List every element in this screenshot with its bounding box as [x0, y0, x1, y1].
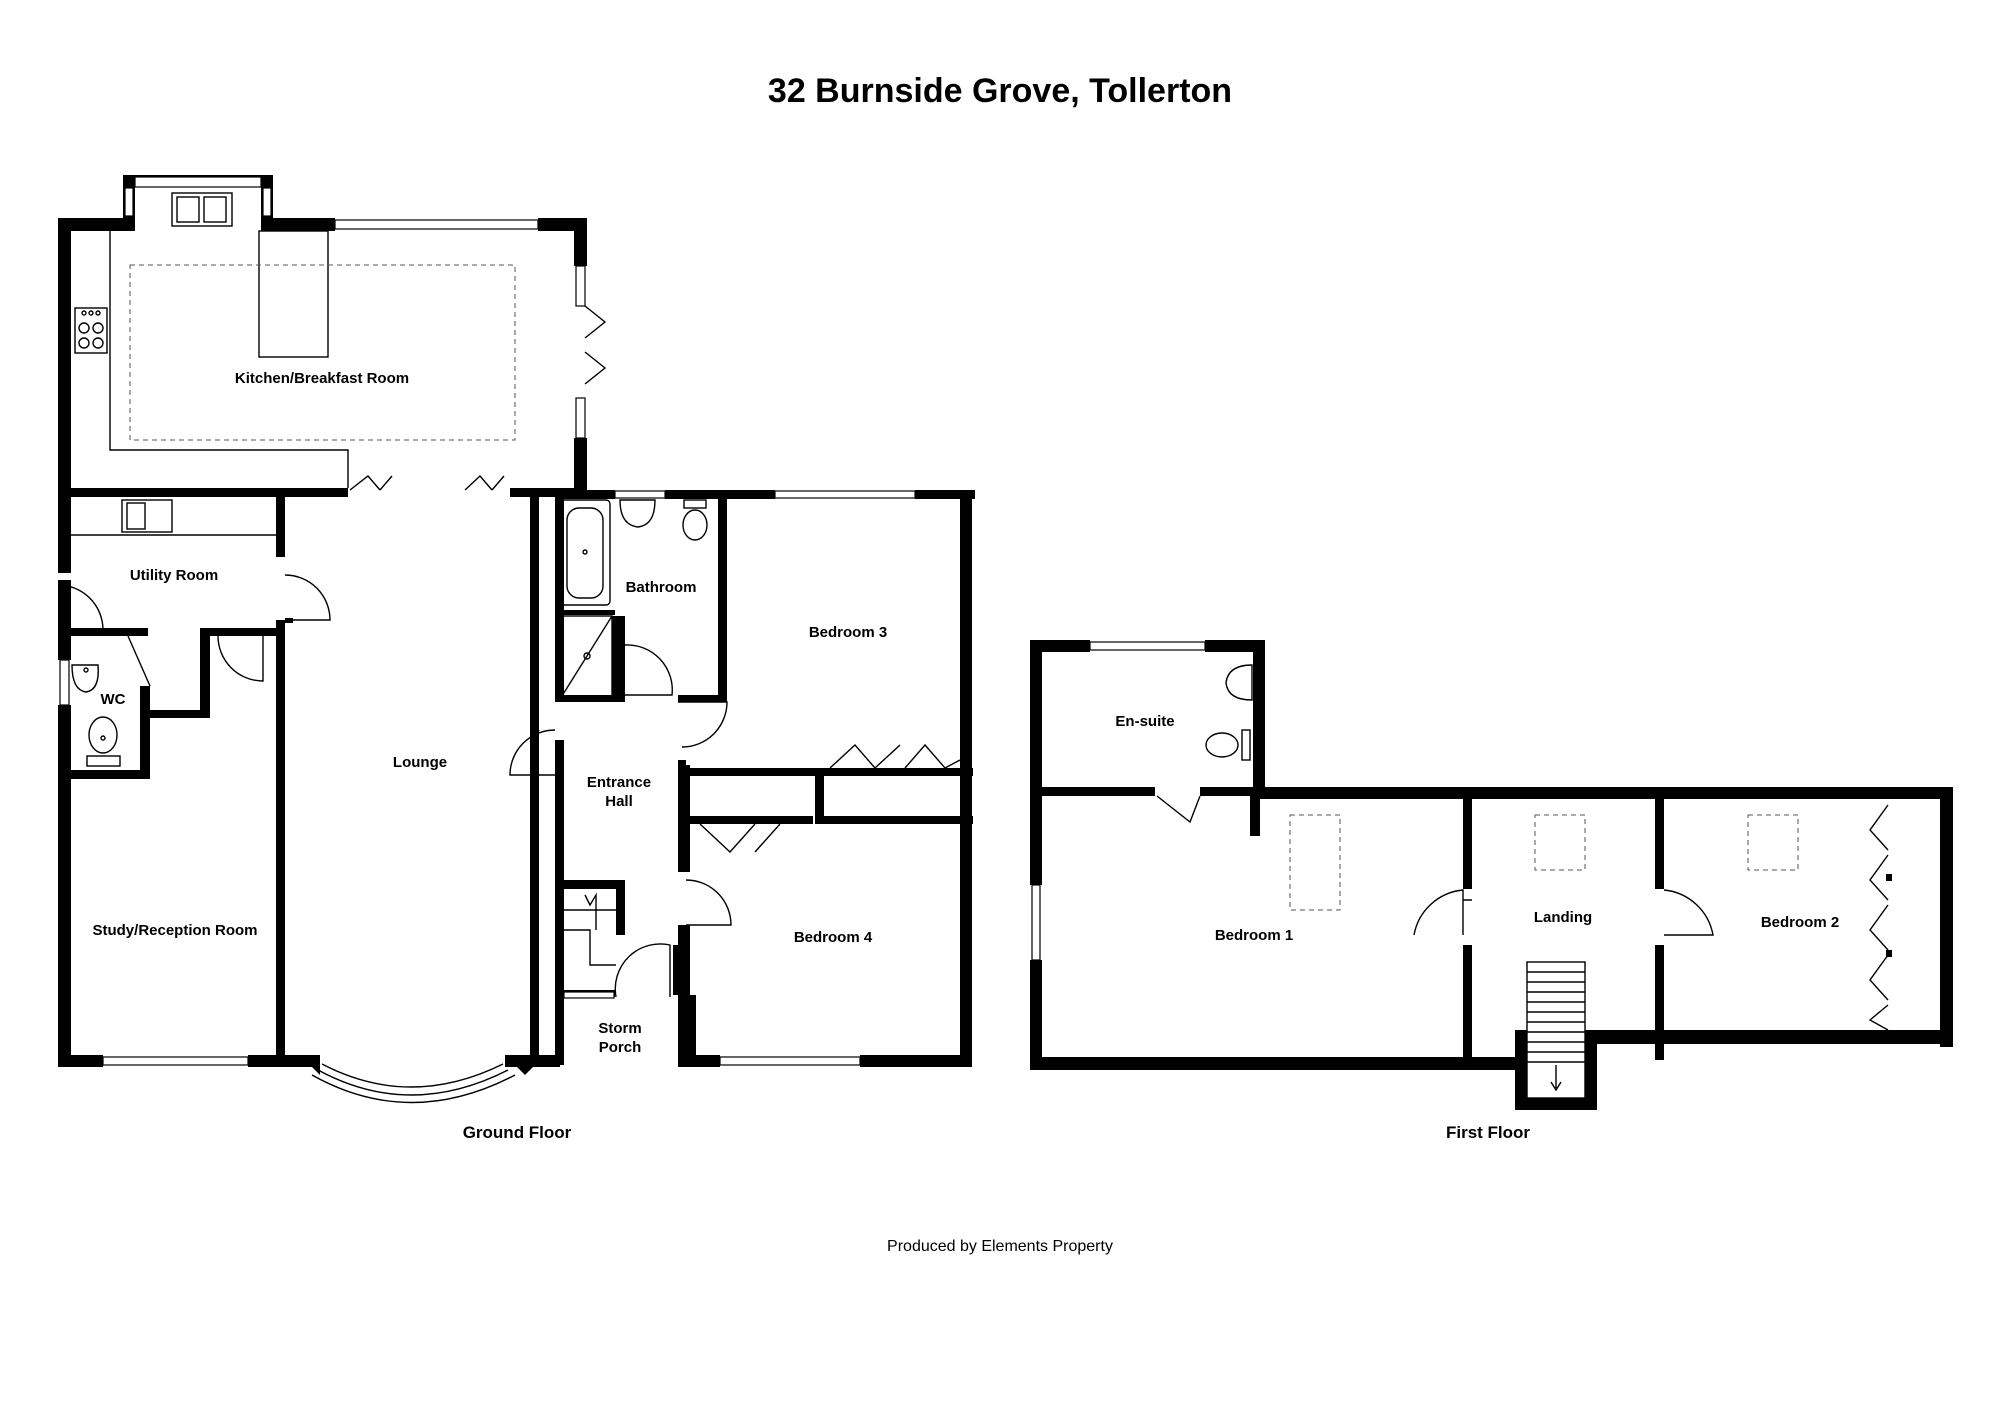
floor-label-first: First Floor — [1446, 1123, 1530, 1142]
first-floor-plan: En-suite Bedroom 1 Landing Bedroom 2 Fir… — [1030, 640, 1953, 1142]
room-label-study: Study/Reception Room — [92, 922, 257, 939]
basin-icon — [619, 499, 656, 528]
credit-text: Produced by Elements Property — [887, 1238, 1113, 1255]
toilet-icon — [1205, 729, 1251, 761]
room-label-entrance-2: Hall — [605, 793, 633, 810]
room-label-bedroom4: Bedroom 4 — [794, 929, 873, 946]
room-label-kitchen: Kitchen/Breakfast Room — [235, 370, 409, 387]
door-swing-icon — [127, 635, 151, 687]
skylight-icon — [1534, 814, 1586, 871]
door-swing-icon — [1156, 795, 1201, 824]
room-label-porch-1: Storm — [598, 1020, 641, 1037]
dashed-ceiling-area — [129, 264, 516, 441]
kitchen-island — [258, 230, 329, 358]
plan-title: 32 Burnside Grove, Tollerton — [767, 72, 1233, 110]
sink-icon — [171, 192, 233, 227]
door-swing-icon — [624, 644, 673, 696]
room-label-porch-2: Porch — [599, 1039, 642, 1056]
floor-label-ground: Ground Floor — [463, 1123, 572, 1142]
room-label-bedroom3: Bedroom 3 — [809, 624, 887, 641]
bay-window — [300, 1055, 540, 1104]
toilet-icon — [682, 499, 708, 541]
bath-icon — [559, 499, 611, 606]
kitchen-bay-window — [123, 175, 273, 230]
skylight-icon — [1289, 814, 1341, 911]
room-label-bedroom1: Bedroom 1 — [1215, 927, 1293, 944]
room-label-utility: Utility Room — [130, 567, 218, 584]
door-swing-icon — [1413, 889, 1472, 936]
door-swing-icon — [284, 574, 331, 621]
wardrobe-doors — [1868, 804, 1892, 1031]
toilet-icon — [86, 716, 121, 767]
shower-icon — [561, 615, 613, 697]
room-label-lounge: Lounge — [393, 754, 447, 771]
door-swing-icon — [57, 584, 104, 631]
door-swing-icon — [1663, 889, 1714, 936]
door-swing-icon — [829, 743, 961, 769]
window-icon — [334, 219, 539, 230]
room-label-bathroom: Bathroom — [626, 579, 697, 596]
stairs-icon — [564, 892, 616, 966]
skylight-icon — [1747, 814, 1799, 871]
door-swing-icon — [614, 943, 671, 998]
door-swing-icon — [217, 635, 264, 682]
door-swing-icon — [464, 474, 505, 491]
stairs-icon — [1526, 961, 1586, 1099]
room-label-entrance-1: Entrance — [587, 774, 651, 791]
room-label-wc: WC — [101, 691, 126, 708]
door-swing-icon — [509, 729, 556, 776]
room-label-ensuite: En-suite — [1115, 713, 1174, 730]
basin-icon — [71, 664, 99, 693]
door-swing-icon — [678, 701, 728, 748]
hob-icon — [74, 307, 108, 354]
door-swing-icon — [584, 305, 607, 385]
door-swing-icon — [349, 475, 393, 491]
door-swing-icon — [699, 823, 781, 854]
room-label-landing: Landing — [1534, 909, 1592, 926]
sink-icon — [121, 499, 173, 533]
basin-icon — [1225, 664, 1253, 701]
door-swing-icon — [685, 879, 732, 926]
ground-floor-plan: Kitchen/Breakfast Room Utility Room WC S… — [57, 175, 975, 1142]
room-label-bedroom2: Bedroom 2 — [1761, 914, 1839, 931]
